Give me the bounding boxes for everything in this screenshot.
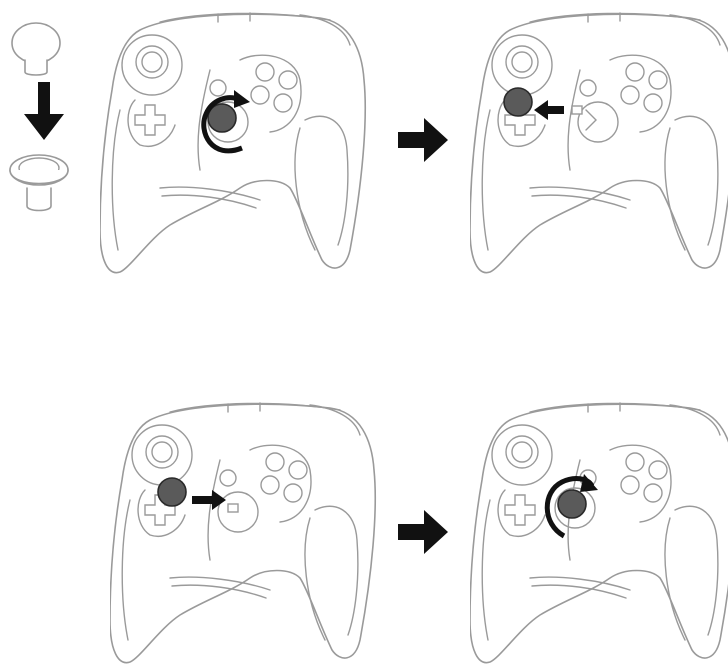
controller-step-insert bbox=[110, 402, 377, 664]
wide-concave-stick-cap bbox=[9, 154, 69, 212]
right-arrow-icon bbox=[398, 118, 448, 162]
right-arrow-icon-2 bbox=[398, 510, 448, 554]
left-arrow-icon bbox=[534, 100, 564, 120]
counter-clockwise-arrow-icon bbox=[201, 95, 243, 154]
short-dome-stick-cap bbox=[11, 22, 61, 76]
down-arrow-icon bbox=[24, 82, 64, 140]
controller-step-screw bbox=[470, 402, 728, 664]
controller-step-unscrew bbox=[100, 12, 367, 274]
right-push-arrow-icon bbox=[192, 490, 226, 510]
controller-step-remove bbox=[470, 12, 728, 274]
